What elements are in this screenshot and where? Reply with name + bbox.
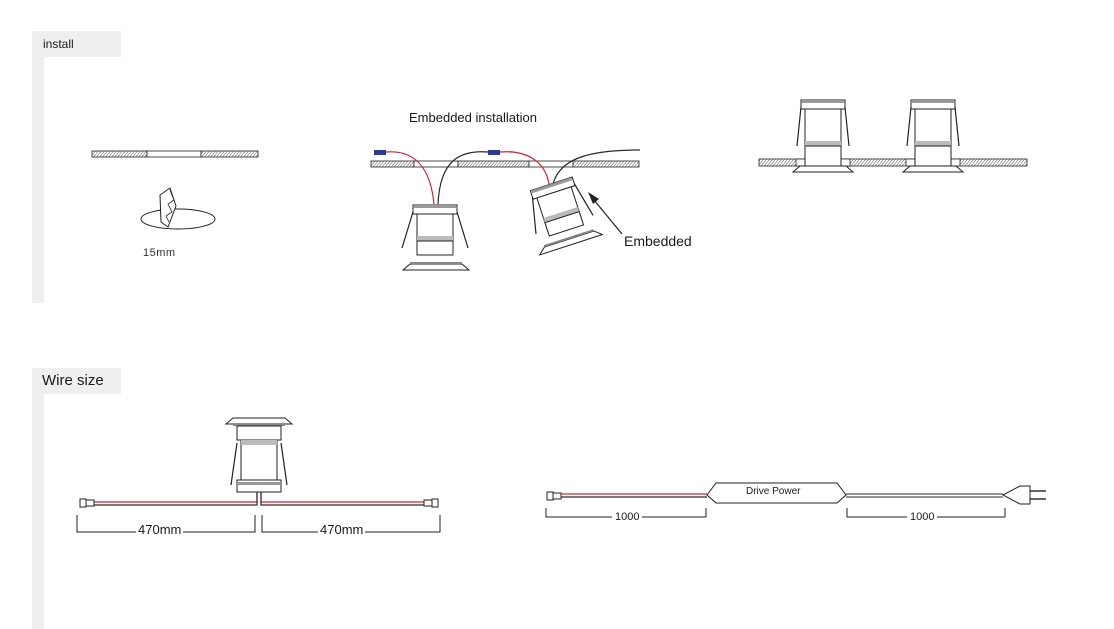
arrow-icon [588, 192, 623, 235]
section-title-wire-size: Wire size [32, 368, 121, 394]
hole-saw-icon [140, 187, 216, 230]
label-embedded: Embedded [624, 233, 692, 249]
connector-blue-icon [488, 150, 500, 155]
ceiling-panel-right [758, 158, 1028, 167]
section-bar-install [32, 57, 44, 303]
label-embedded-installation: Embedded installation [409, 110, 537, 125]
label-wire-left: 470mm [136, 522, 184, 537]
ceiling-panel-center [370, 160, 640, 168]
driver-icon [706, 482, 847, 504]
label-cable-left: 1000 [612, 511, 643, 523]
section-bar-wire-size [32, 394, 44, 629]
dimension-470mm [76, 515, 441, 533]
label-wire-right: 470mm [318, 522, 366, 537]
wires-above-ceiling [374, 149, 641, 205]
downlight-hanging [401, 204, 471, 271]
downlight-installed-1 [791, 99, 855, 173]
power-cable [846, 493, 1003, 498]
label-drive-power: Drive Power [746, 486, 801, 497]
plug-icon [1001, 485, 1046, 505]
panel-hatch-icon [91, 150, 259, 158]
downlight-installed-2 [901, 99, 965, 173]
downlight-tilted [529, 176, 604, 256]
section-title-install: install [32, 31, 121, 57]
label-hole-size: 15mm [143, 247, 176, 259]
wire-left-right [79, 492, 439, 508]
connector-blue-icon [374, 150, 386, 155]
downlight-wire-size [224, 417, 294, 493]
driver-cable [546, 491, 707, 501]
label-cable-right: 1000 [907, 511, 938, 523]
